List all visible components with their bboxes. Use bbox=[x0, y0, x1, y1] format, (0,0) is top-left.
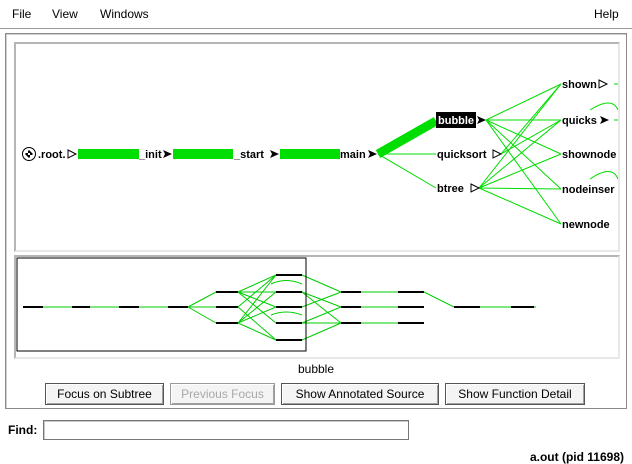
node-nodeinsert[interactable]: nodeinser bbox=[562, 184, 615, 196]
node-shown-label: shown bbox=[562, 79, 597, 91]
node-quicksort-label: quicksort bbox=[437, 149, 487, 161]
node-bubble[interactable]: bubble bbox=[436, 112, 486, 128]
node-quicks[interactable]: quicks bbox=[562, 115, 609, 127]
selected-function-label: bubble bbox=[297, 362, 335, 376]
call-graph-canvas[interactable]: .root. _init _start main bubble quicksor… bbox=[16, 44, 618, 250]
node-init[interactable]: _init bbox=[138, 149, 172, 161]
node-newnode[interactable]: newnode bbox=[562, 219, 610, 231]
previous-focus-button: Previous Focus bbox=[170, 383, 275, 405]
overview-nodes bbox=[23, 274, 534, 341]
overview-canvas[interactable] bbox=[16, 257, 618, 357]
show-function-detail-button[interactable]: Show Function Detail bbox=[445, 383, 585, 405]
menu-windows[interactable]: Windows bbox=[100, 7, 149, 21]
arrow-icon bbox=[270, 150, 279, 158]
menu-view[interactable]: View bbox=[52, 7, 78, 21]
viewport-indicator[interactable] bbox=[16, 257, 307, 352]
arrow-icon bbox=[477, 116, 486, 124]
collapse-arrow-icon bbox=[67, 149, 78, 159]
node-btree[interactable]: btree bbox=[437, 183, 481, 195]
collapse-arrow-icon bbox=[598, 79, 609, 89]
collapse-arrow-icon bbox=[492, 149, 503, 159]
collapse-arrow-icon bbox=[470, 183, 481, 193]
node-shownode-label: shownode bbox=[562, 149, 616, 161]
expand-icon[interactable] bbox=[22, 147, 36, 161]
call-graph-edges bbox=[78, 83, 618, 225]
show-annotated-source-button[interactable]: Show Annotated Source bbox=[281, 383, 439, 405]
menu-help[interactable]: Help bbox=[594, 7, 619, 21]
find-label: Find: bbox=[8, 423, 38, 437]
arrow-icon bbox=[368, 150, 377, 158]
overview-panel[interactable] bbox=[14, 255, 620, 359]
overview-edges bbox=[23, 274, 536, 341]
main-frame bbox=[5, 33, 627, 409]
node-quicksort[interactable]: quicksort bbox=[437, 149, 503, 161]
node-shownode[interactable]: shownode bbox=[562, 149, 616, 161]
selection-highlight bbox=[436, 112, 476, 128]
node-main-label: main bbox=[340, 149, 366, 161]
find-input[interactable] bbox=[43, 420, 409, 440]
node-btree-label: btree bbox=[437, 183, 464, 195]
node-root-label: .root. bbox=[38, 149, 66, 161]
menu-bar: File View Windows Help bbox=[0, 0, 632, 29]
node-shown[interactable]: shown bbox=[562, 79, 609, 91]
node-newnode-label: newnode bbox=[562, 219, 610, 231]
menu-file[interactable]: File bbox=[12, 7, 32, 21]
node-bubble-label: bubble bbox=[438, 115, 474, 127]
process-status: a.out (pid 11698) bbox=[529, 450, 624, 464]
arrow-icon bbox=[600, 116, 609, 124]
node-init-label: _init bbox=[138, 149, 162, 161]
node-start-label: _start bbox=[233, 149, 264, 161]
node-quicks-label: quicks bbox=[562, 115, 597, 127]
focus-on-subtree-button[interactable]: Focus on Subtree bbox=[45, 383, 164, 405]
node-nodeinsert-label: nodeinser bbox=[562, 184, 615, 196]
arrow-icon bbox=[163, 150, 172, 158]
node-main[interactable]: main bbox=[340, 149, 377, 161]
node-root[interactable]: .root. bbox=[38, 149, 78, 161]
call-graph-panel[interactable]: .root. _init _start main bubble quicksor… bbox=[14, 42, 620, 252]
node-start[interactable]: _start bbox=[233, 149, 279, 161]
